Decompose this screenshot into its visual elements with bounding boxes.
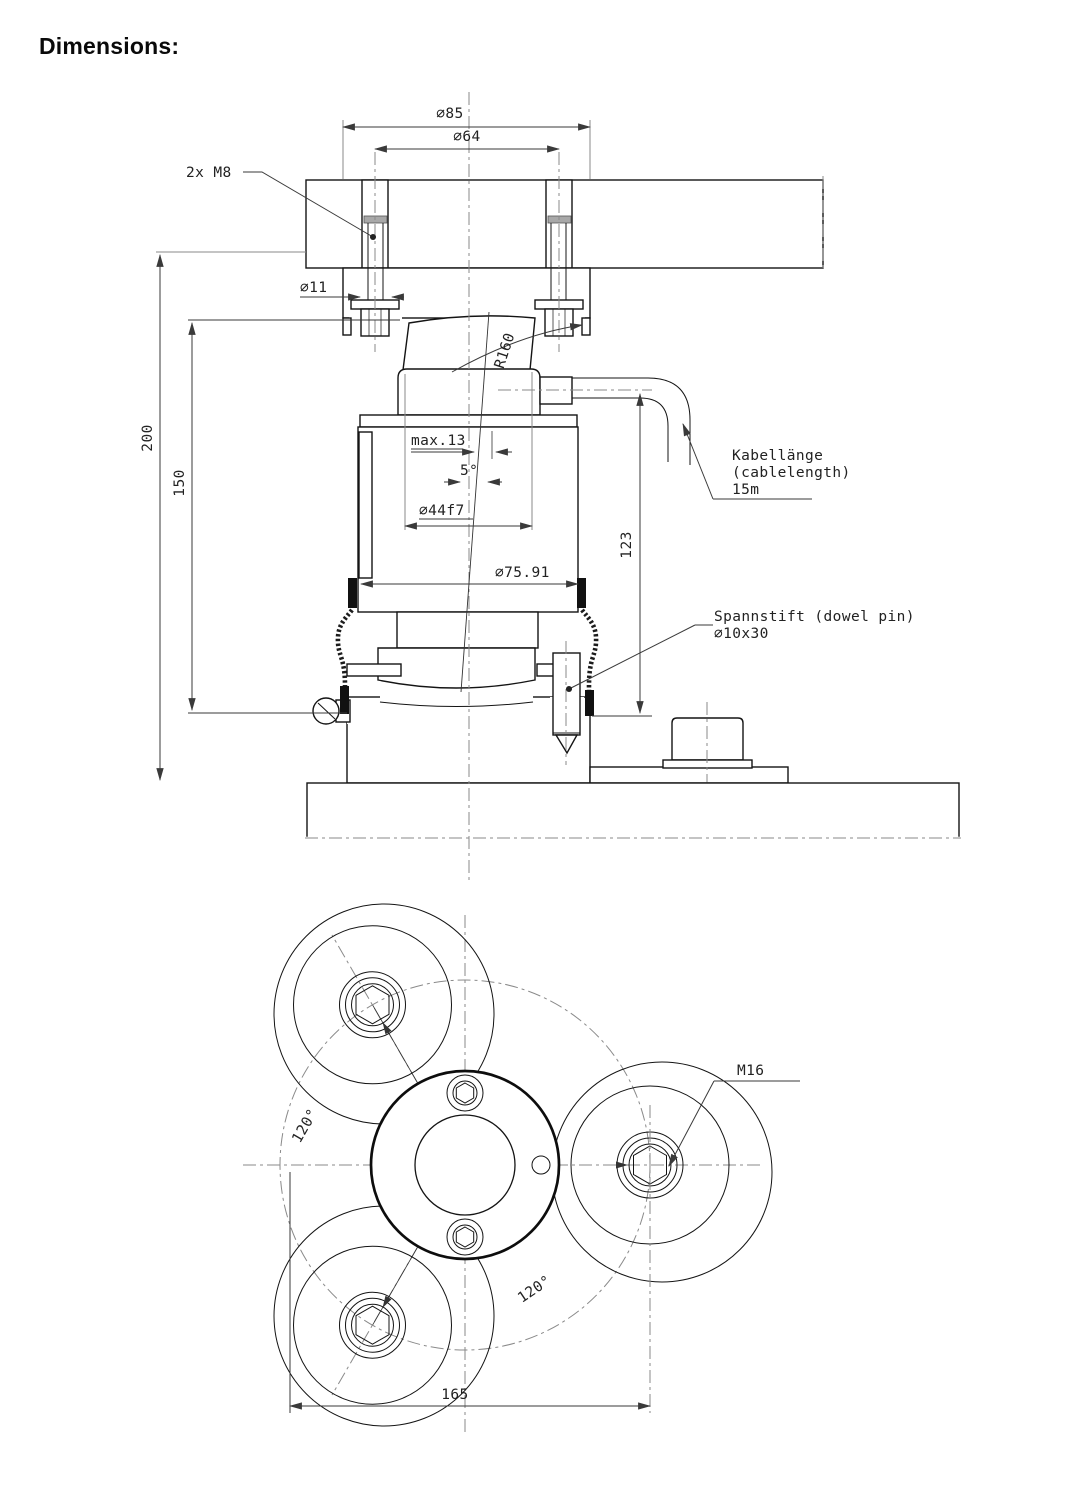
label-max13: max.13 <box>411 433 466 449</box>
mount-plate-stud <box>589 702 789 812</box>
label-dia7591: ⌀75.91 <box>495 565 550 581</box>
side-hole <box>531 1155 551 1175</box>
dim-200: 200 <box>140 251 306 782</box>
label-dia85: ⌀85 <box>436 106 463 122</box>
bottom-plan-view: 120° 120° M16 165 <box>243 903 800 1432</box>
label-dowel: Spannstift (dowel pin) <box>714 609 915 625</box>
dim-dia44f7: ⌀44f7 <box>403 372 534 530</box>
flange-screw-top <box>446 1074 484 1112</box>
foundation <box>305 782 961 840</box>
flange-screw-bottom <box>446 1218 484 1256</box>
cable-gland <box>539 376 573 405</box>
label-dia64: ⌀64 <box>453 129 480 145</box>
dim-123: 123 <box>592 392 652 717</box>
dim-dia85: ⌀85 <box>341 106 592 179</box>
dim-max13: max.13 <box>411 431 512 459</box>
label-2xm8: 2x M8 <box>186 165 232 181</box>
label-165: 165 <box>441 1387 468 1403</box>
label-120-lower: 120° <box>515 1273 554 1307</box>
anti-lift-bar-left <box>346 663 402 677</box>
dim-dia7591: ⌀75.91 <box>359 565 580 588</box>
dim-dia64: ⌀64 <box>373 129 561 153</box>
label-120-upper: 120° <box>289 1106 321 1146</box>
centerlines-side <box>374 92 652 880</box>
bellows <box>335 578 599 716</box>
label-m16: M16 <box>737 1063 764 1079</box>
dim-150: 150 <box>172 319 400 714</box>
anti-lift-bar-right <box>536 663 556 677</box>
label-200: 200 <box>140 424 156 451</box>
label-123: 123 <box>619 531 635 558</box>
callout-2xm8: 2x M8 <box>186 165 377 241</box>
label-150: 150 <box>172 469 188 496</box>
page-title: Dimensions: <box>39 33 180 59</box>
dim-165: 165 <box>288 1172 652 1413</box>
label-dowel-size: ⌀10x30 <box>714 626 769 642</box>
label-dia44f7: ⌀44f7 <box>419 503 465 519</box>
lower-column <box>396 611 539 649</box>
callout-dowel: Spannstift (dowel pin) ⌀10x30 <box>565 609 915 693</box>
center-flange <box>369 1069 561 1261</box>
dim-dia11: ⌀11 <box>300 280 404 301</box>
dowel-pin <box>552 641 581 765</box>
callout-cable: Kabellänge (cablelength) 15m <box>682 422 851 500</box>
bolt-m16-lower-left <box>339 1291 406 1359</box>
loadcell-body <box>357 414 579 613</box>
dim-5deg: 5° <box>444 463 502 486</box>
side-section-view: ⌀85 ⌀64 2x M8 ⌀11 <box>140 92 961 880</box>
label-cable-en: (cablelength) <box>732 465 851 481</box>
bolt-m16-upper-left <box>339 971 406 1039</box>
label-dia11: ⌀11 <box>300 280 327 296</box>
label-5deg: 5° <box>460 463 478 479</box>
angle-arrows <box>382 1022 628 1308</box>
label-cable-length: 15m <box>732 482 759 498</box>
lower-rocker-block <box>377 647 536 689</box>
top-plate <box>305 176 824 272</box>
cable <box>572 377 691 465</box>
callout-m16: M16 <box>668 1063 800 1167</box>
label-cable-de: Kabellänge <box>732 448 823 464</box>
